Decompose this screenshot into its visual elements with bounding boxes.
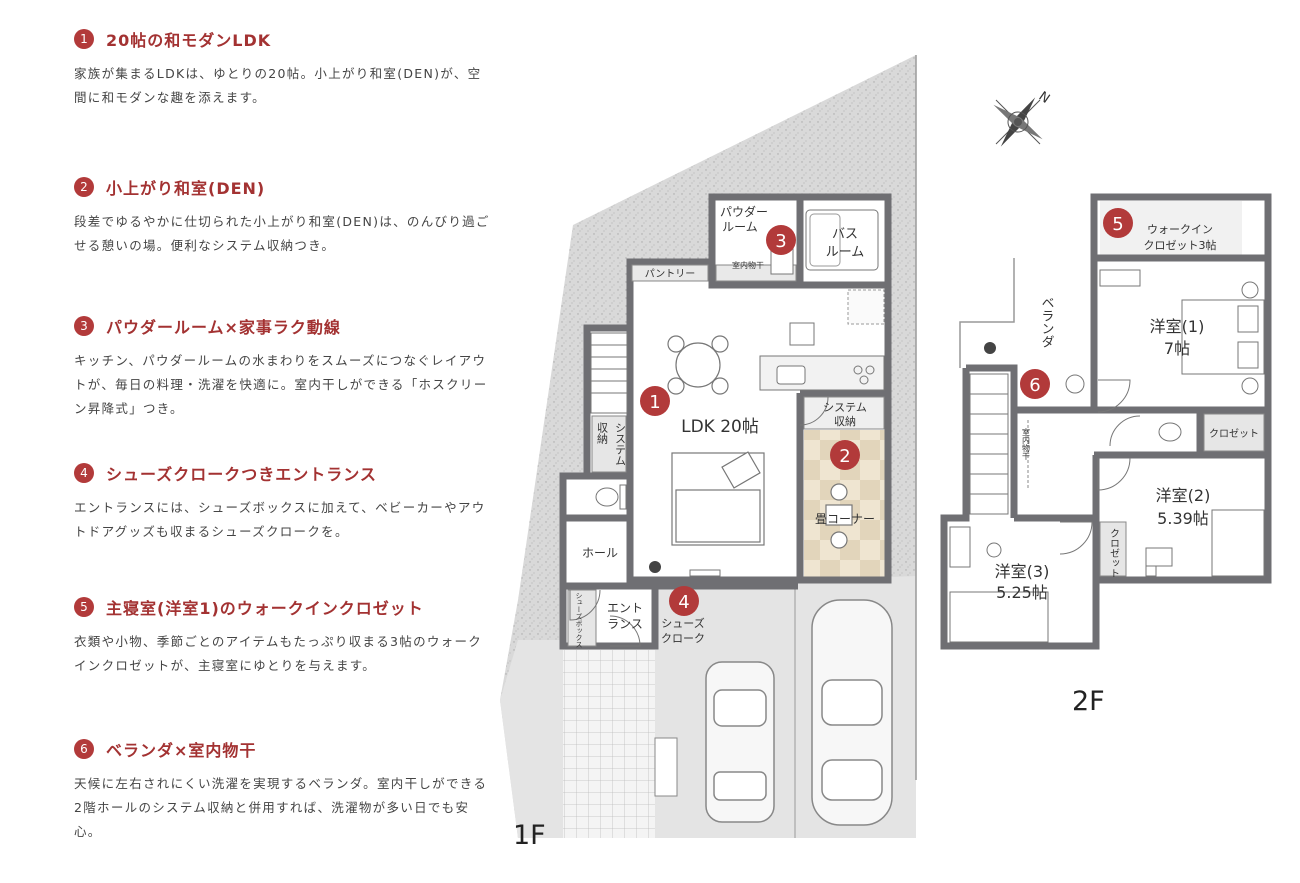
stairs-1f — [590, 332, 628, 414]
marker-3: 3 — [766, 225, 796, 255]
feature-4: 4 シューズクロークつきエントランス エントランスには、シューズボックスに加えて、… — [74, 460, 494, 544]
plan-1f: LDK 20帖 パウダー ルーム バス ルーム パントリー 室内物干 システム … — [500, 55, 917, 838]
room-label-room1-name: 洋室(1) — [1150, 317, 1205, 336]
compass-icon: N — [993, 89, 1053, 147]
label-pantry: パントリー — [645, 268, 696, 280]
room-label-bath-1: バス — [832, 227, 858, 242]
label-tatami: 畳コーナー — [815, 512, 875, 526]
car-left — [705, 661, 775, 823]
svg-text:6: 6 — [1029, 375, 1040, 396]
room-label-room2-size: 5.39帖 — [1157, 509, 1209, 528]
feature-3: 3 パウダールーム×家事ラク動線 キッチン、パウダールームの水まわりをスムーズにつ… — [74, 313, 494, 421]
marker-4: 4 — [669, 586, 699, 616]
label-system-vertical: システム — [614, 422, 627, 466]
label-indoor-dry-2f: 室内物干 — [1022, 427, 1031, 461]
label-indoor-dry-1f: 室内物干 — [732, 260, 764, 270]
feature-5: 5 主寝室(洋室1)のウォークインクロゼット 衣類や小物、季節ごとのアイテムもたっ… — [74, 594, 494, 678]
svg-text:5: 5 — [1112, 214, 1123, 235]
label-shoe-cloak-2: クローク — [661, 632, 705, 645]
room-label-room3-name: 洋室(3) — [995, 562, 1050, 581]
dining-table — [667, 335, 729, 395]
room-label-bath-2: ルーム — [826, 245, 865, 260]
feature-badge-1: 1 — [74, 29, 94, 49]
feature-badge-6: 6 — [74, 739, 94, 759]
feature-badge-3: 3 — [74, 316, 94, 336]
feature-1: 1 20帖の和モダンLDK 家族が集まるLDKは、ゆとりの20帖。小上がり和室(D… — [74, 26, 494, 110]
label-storage-vertical: 収納 — [596, 422, 609, 445]
label-hall: ホール — [582, 546, 618, 560]
plant-icon-1f — [649, 561, 661, 573]
room-label-powder-1: パウダー — [720, 204, 768, 219]
feature-text-4: エントランスには、シューズボックスに加えて、ベビーカーやアウトドアグッズも収まる… — [74, 500, 486, 539]
feature-title-4: シューズクロークつきエントランス — [106, 465, 377, 484]
feature-title-5: 主寝室(洋室1)のウォークインクロゼット — [106, 599, 424, 618]
label-closet: クロゼット — [1209, 428, 1259, 440]
feature-badge-4: 4 — [74, 463, 94, 483]
feature-text-6: 天候に左右されにくい洗濯を実現するベランダ。室内干しができる2階ホールのシステム… — [74, 776, 488, 839]
marker-1: 1 — [640, 386, 670, 416]
feature-2: 2 小上がり和室(DEN) 段差でゆるやかに仕切られた小上がり和室(DEN)は、の… — [74, 174, 494, 258]
walls-1f — [559, 193, 892, 650]
sofa — [671, 451, 765, 546]
marker-6: 6 — [1020, 369, 1050, 399]
svg-text:3: 3 — [775, 231, 786, 252]
feature-title-3: パウダールーム×家事ラク動線 — [106, 318, 341, 337]
label-walkin-2: クロゼット3帖 — [1144, 239, 1217, 252]
label-closet-vertical: クロゼット — [1108, 528, 1120, 578]
label-veranda: ベランダ — [1039, 296, 1055, 348]
label-system-1: システム — [823, 401, 867, 414]
feature-badge-2: 2 — [74, 177, 94, 197]
marker-2: 2 — [830, 440, 860, 470]
label-shoe-cloak-1: シューズ — [661, 616, 704, 630]
feature-text-5: 衣類や小物、季節ごとのアイテムもたっぷり収まる3帖のウォークインクロゼットが、主… — [74, 634, 483, 673]
svg-text:2: 2 — [839, 446, 850, 467]
floor-label-2f: 2F — [1072, 686, 1105, 717]
car-right — [811, 599, 893, 826]
room-label-room1-size: 7帖 — [1164, 339, 1190, 358]
plan-2f: ウォークイン クロゼット3帖 ベランダ 洋室(1) 7帖 室内物干 クロゼット … — [649, 193, 1272, 650]
feature-badge-5: 5 — [74, 597, 94, 617]
marker-5: 5 — [1103, 208, 1133, 238]
label-entrance-1: エント — [607, 601, 643, 615]
feature-title-1: 20帖の和モダンLDK — [106, 31, 272, 50]
label-system-2: 収納 — [834, 415, 856, 428]
label-shoe-box: シューズボックス — [575, 592, 583, 648]
feature-title-6: ベランダ×室内物干 — [106, 741, 257, 760]
plant-icon-2f — [984, 342, 996, 354]
feature-title-2: 小上がり和室(DEN) — [106, 179, 266, 198]
walls-2f — [940, 193, 1272, 650]
stairs-2f — [969, 373, 1009, 515]
room-label-ldk: LDK 20帖 — [681, 417, 759, 437]
feature-text-2: 段差でゆるやかに仕切られた小上がり和室(DEN)は、のんびり過ごせる憩いの場。便… — [74, 214, 490, 253]
feature-text-3: キッチン、パウダールームの水まわりをスムーズにつなぐレイアウトが、毎日の料理・洗… — [74, 353, 488, 416]
label-entrance-2: ランス — [607, 617, 643, 631]
svg-text:4: 4 — [678, 592, 689, 613]
room-label-powder-2: ルーム — [722, 220, 758, 234]
room-label-room3-size: 5.25帖 — [996, 583, 1048, 602]
approach-tiles — [563, 650, 655, 838]
room-label-room2-name: 洋室(2) — [1156, 486, 1211, 505]
feature-6: 6 ベランダ×室内物干 天候に左右されにくい洗濯を実現するベランダ。室内干しができ… — [74, 736, 494, 844]
svg-text:1: 1 — [649, 392, 660, 413]
floor-label-1f: 1F — [513, 820, 546, 851]
bed-room1 — [1099, 269, 1265, 395]
feature-text-1: 家族が集まるLDKは、ゆとりの20帖。小上がり和室(DEN)が、空間に和モダンな… — [74, 66, 482, 105]
compass-north-label: N — [1036, 89, 1053, 107]
label-walkin-1: ウォークイン — [1147, 223, 1213, 236]
